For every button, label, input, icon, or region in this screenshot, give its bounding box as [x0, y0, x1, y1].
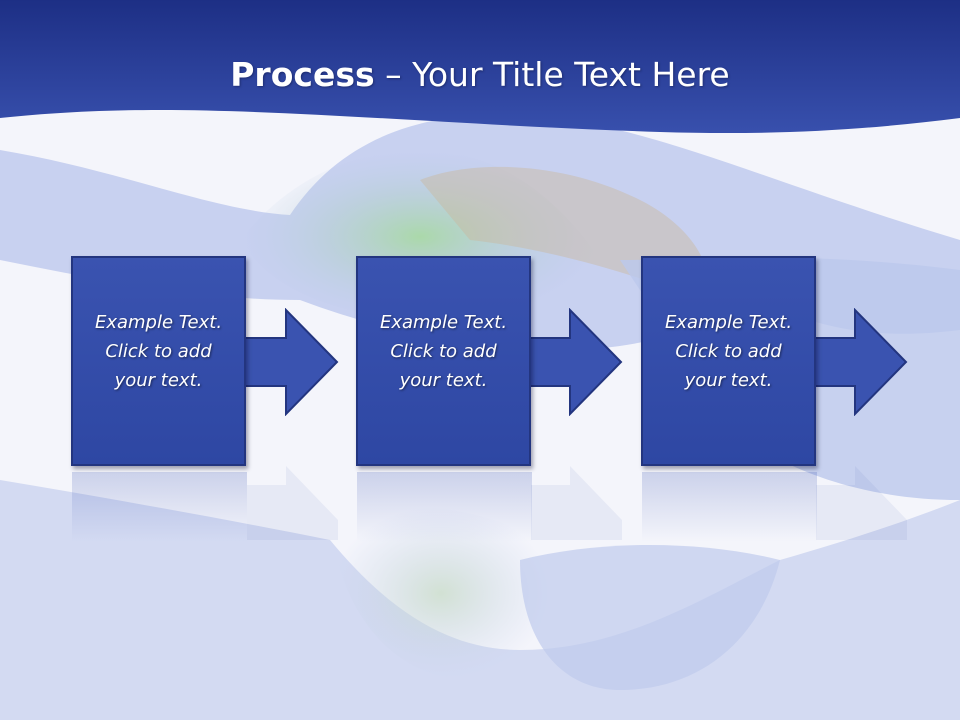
step-box	[71, 256, 246, 466]
slide-title[interactable]: Process – Your Title Text Here	[0, 52, 960, 98]
step-text-line1: Example Text.	[94, 312, 223, 333]
step-text[interactable]: Example Text. Click to add your text.	[71, 308, 246, 395]
slide-title-bold: Process	[230, 55, 375, 94]
step-text[interactable]: Example Text. Click to add your text.	[641, 308, 816, 395]
right-arrow-icon	[528, 308, 623, 416]
process-step-3[interactable]: Example Text. Click to add your text.	[641, 256, 816, 466]
step-text-line2: Click to add	[390, 341, 497, 362]
step-1-reflection	[72, 472, 247, 542]
step-text-line3: your text.	[114, 370, 203, 391]
process-step-2[interactable]: Example Text. Click to add your text.	[356, 256, 531, 466]
step-box	[641, 256, 816, 466]
step-text-line2: Click to add	[675, 341, 782, 362]
step-2-reflection	[357, 472, 532, 542]
step-text-line3: your text.	[399, 370, 488, 391]
step-text[interactable]: Example Text. Click to add your text.	[356, 308, 531, 395]
step-text-line2: Click to add	[105, 341, 212, 362]
step-3-reflection	[642, 472, 817, 542]
step-box	[356, 256, 531, 466]
process-step-1[interactable]: Example Text. Click to add your text.	[71, 256, 246, 466]
step-text-line1: Example Text.	[379, 312, 508, 333]
right-arrow-icon	[244, 308, 339, 416]
slide-title-rest: – Your Title Text Here	[374, 55, 730, 94]
step-text-line3: your text.	[684, 370, 773, 391]
step-text-line1: Example Text.	[664, 312, 793, 333]
right-arrow-icon	[813, 308, 908, 416]
